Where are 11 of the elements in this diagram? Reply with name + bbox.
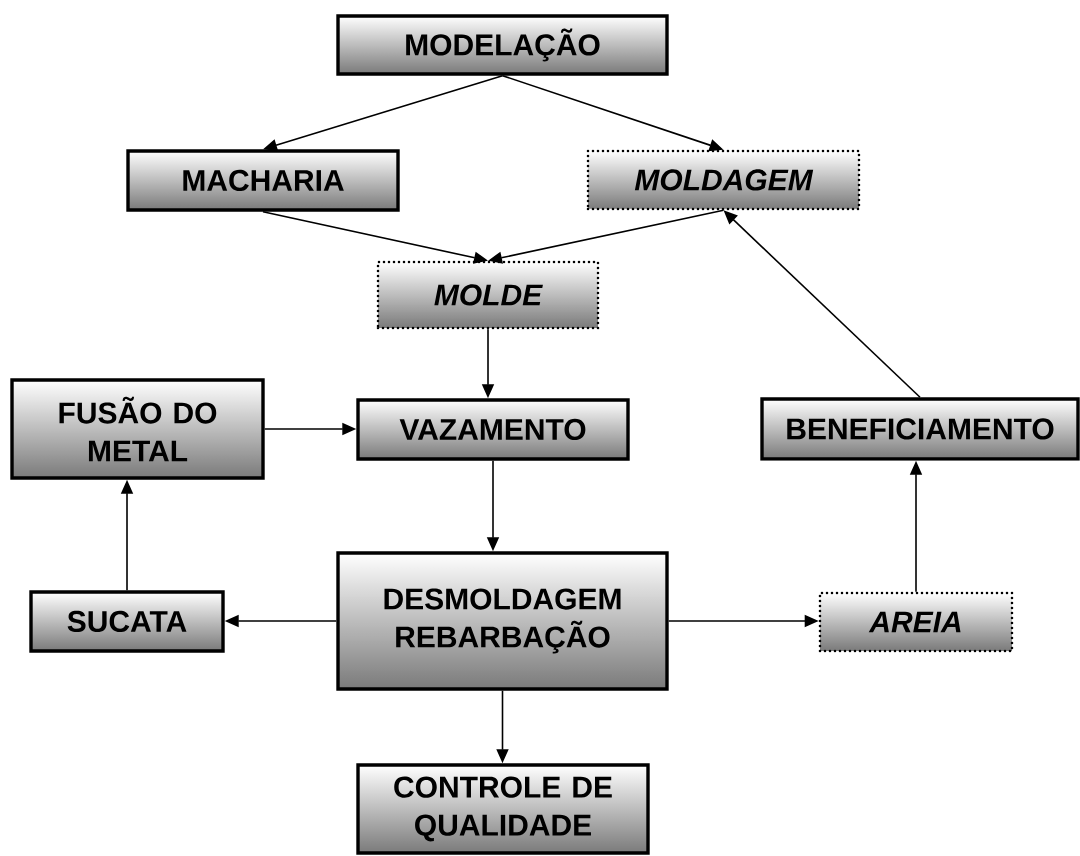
process-box: SUCATA <box>29 590 225 653</box>
process-box: DESMOLDAGEM REBARBAÇÃO <box>336 551 669 691</box>
dotted-process-box: MOLDE <box>376 260 600 330</box>
dotted-process-box: MOLDAGEM <box>586 149 861 211</box>
process-box: BENEFICIAMENTO <box>760 397 1080 461</box>
process-box: VAZAMENTO <box>356 398 630 461</box>
process-box: MODELAÇÃO <box>336 14 669 76</box>
process-box: CONTROLE DE QUALIDADE <box>356 763 650 855</box>
process-box: MACHARIA <box>126 149 400 212</box>
dotted-process-box: AREIA <box>818 591 1014 653</box>
process-box: FUSÃO DO METAL <box>10 378 265 480</box>
